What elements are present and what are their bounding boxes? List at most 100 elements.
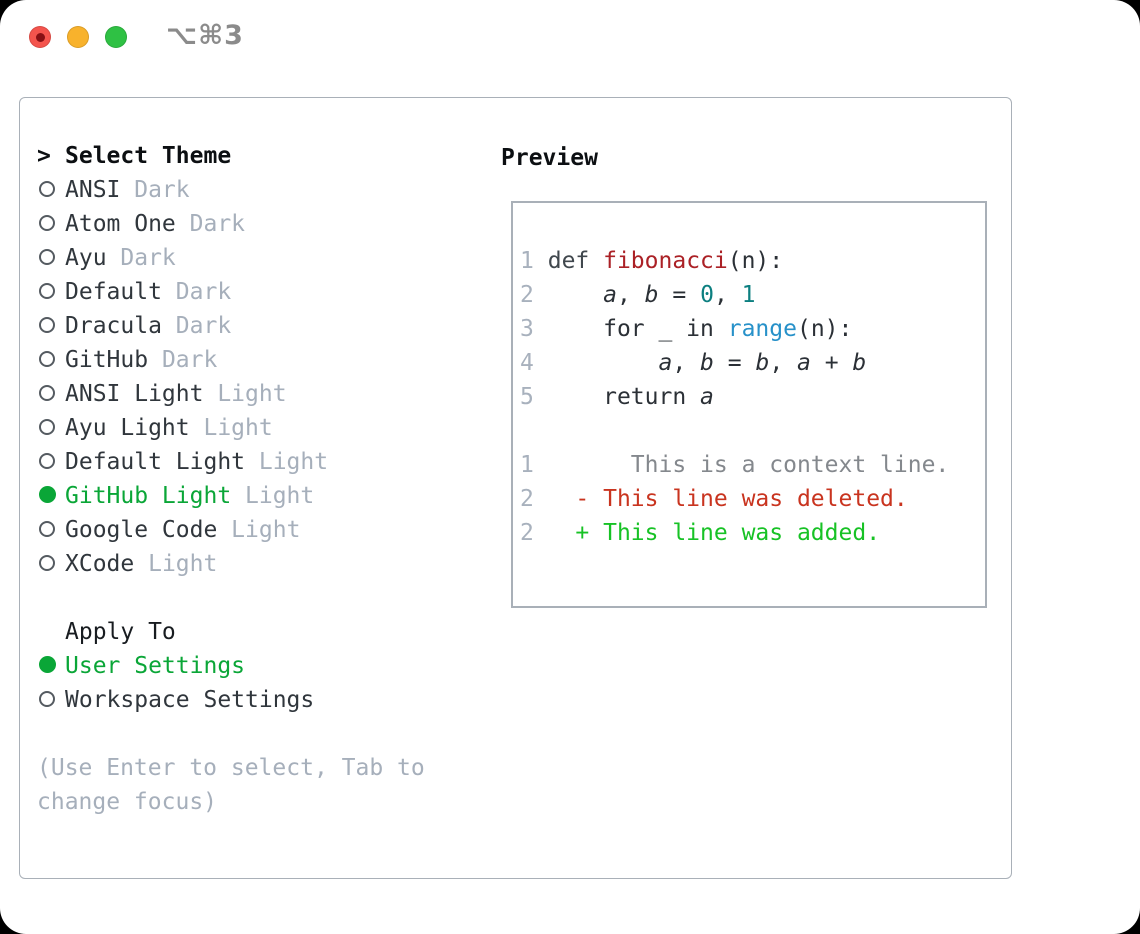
code-token: a xyxy=(603,282,617,308)
cursor-icon: > xyxy=(37,143,51,169)
spacer xyxy=(37,581,467,615)
theme-option[interactable]: Ayu Light Light xyxy=(37,411,467,445)
theme-name: Ayu xyxy=(65,245,107,271)
code-token: (n): xyxy=(796,316,853,342)
theme-option[interactable]: ANSI Light Light xyxy=(37,377,467,411)
diff-line-ctx: 1 This is a context line. xyxy=(520,448,985,482)
code-token: 0 xyxy=(700,282,714,308)
apply-to-option[interactable]: Workspace Settings xyxy=(37,683,467,717)
radio-icon xyxy=(37,513,65,547)
diff-line-del: 2 - This line was deleted. xyxy=(520,482,985,516)
code-token xyxy=(534,282,603,308)
code-token: b xyxy=(700,350,714,376)
code-token: , xyxy=(616,282,645,308)
code-token: a xyxy=(797,350,811,376)
theme-option[interactable]: Default Light Light xyxy=(37,445,467,479)
window-title: ⌥⌘3 xyxy=(166,20,244,51)
code-token: b xyxy=(755,350,770,376)
code-token xyxy=(534,350,659,376)
theme-option[interactable]: GitHub Light Light xyxy=(37,479,467,513)
code-line: 3 for _ in range(n): xyxy=(520,312,985,346)
theme-variant: Light xyxy=(217,517,301,543)
line-number: 2 xyxy=(520,282,534,308)
theme-name: ANSI xyxy=(65,177,121,203)
code-token: (n): xyxy=(727,248,784,274)
radio-icon xyxy=(37,683,65,717)
code-token: def xyxy=(547,248,604,274)
select-theme-header: >Select Theme xyxy=(37,139,467,173)
theme-variant: Light xyxy=(189,415,273,441)
minimize-button[interactable] xyxy=(67,26,89,48)
code-token: b xyxy=(852,350,867,376)
radio-icon xyxy=(37,377,65,411)
theme-option[interactable]: Dracula Dark xyxy=(37,309,467,343)
code-line: 4 a, b = b, a + b xyxy=(520,346,985,380)
diff-text: + This line was added. xyxy=(533,520,881,546)
radio-icon xyxy=(37,411,65,445)
theme-option[interactable]: Google Code Light xyxy=(37,513,467,547)
radio-icon xyxy=(37,207,65,241)
line-number: 1 xyxy=(520,452,534,478)
line-number: 1 xyxy=(520,248,534,274)
code-line: 2 a, b = 0, 1 xyxy=(520,278,985,312)
theme-variant: Dark xyxy=(120,177,190,203)
radio-selected-icon xyxy=(37,479,65,513)
theme-variant: Dark xyxy=(161,313,232,339)
radio-circle xyxy=(39,316,55,333)
radio-circle xyxy=(39,214,55,231)
theme-name: Default Light xyxy=(65,449,246,475)
theme-option[interactable]: ANSI Dark xyxy=(37,173,467,207)
radio-icon xyxy=(37,241,65,275)
diff-lines: 1 This is a context line.2 - This line w… xyxy=(520,448,985,550)
code-token: , xyxy=(769,350,798,376)
theme-option[interactable]: Default Dark xyxy=(37,275,467,309)
radio-circle xyxy=(39,248,55,265)
theme-option[interactable]: XCode Light xyxy=(37,547,467,581)
radio-selected-icon xyxy=(37,649,65,683)
theme-variant: Light xyxy=(203,381,287,407)
code-token: , xyxy=(713,282,742,308)
radio-icon xyxy=(37,547,65,581)
theme-name: GitHub Light xyxy=(65,483,232,509)
apply-to-title: Apply To xyxy=(65,619,176,645)
theme-option[interactable]: GitHub Dark xyxy=(37,343,467,377)
line-number: 5 xyxy=(520,384,534,410)
theme-option[interactable]: Ayu Dark xyxy=(37,241,467,275)
theme-variant: Light xyxy=(231,483,315,509)
theme-variant: Light xyxy=(134,551,218,577)
line-number: 2 xyxy=(520,520,534,546)
theme-option[interactable]: Atom One Dark xyxy=(37,207,467,241)
diff-text: This is a context line. xyxy=(533,452,950,478)
radio-circle xyxy=(39,486,56,503)
code-token: b xyxy=(644,282,659,308)
line-number: 3 xyxy=(520,316,534,342)
theme-name: Dracula xyxy=(65,313,162,339)
close-button[interactable] xyxy=(29,26,51,48)
code-token: 1 xyxy=(741,282,756,308)
theme-name: XCode xyxy=(65,551,135,577)
radio-circle xyxy=(39,418,55,435)
theme-name: Atom One xyxy=(65,211,176,237)
theme-variant: Dark xyxy=(161,279,232,305)
radio-circle xyxy=(39,384,55,401)
apply-to-name: Workspace Settings xyxy=(65,687,315,713)
code-token: return xyxy=(533,384,701,410)
theme-variant: Dark xyxy=(148,347,218,373)
radio-circle xyxy=(39,350,55,367)
code-token: = xyxy=(658,282,701,308)
preview-title: Preview xyxy=(501,145,598,171)
apply-to-option[interactable]: User Settings xyxy=(37,649,467,683)
code-line: 5 return a xyxy=(520,380,985,414)
titlebar: ⌥⌘3 xyxy=(0,0,1140,75)
radio-icon xyxy=(37,445,65,479)
code-token xyxy=(534,248,548,274)
code-token: for _ in xyxy=(533,316,728,342)
code-token: + xyxy=(810,350,853,376)
zoom-button[interactable] xyxy=(105,26,127,48)
line-number: 4 xyxy=(520,350,534,376)
